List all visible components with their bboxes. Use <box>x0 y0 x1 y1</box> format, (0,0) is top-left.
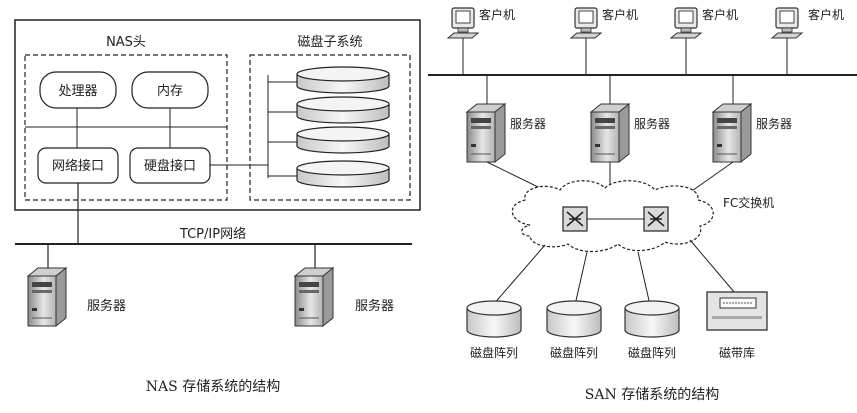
disk-array-label: 磁盘阵列 <box>470 345 518 360</box>
memory-label: 内存 <box>157 83 183 99</box>
disk-array-icon <box>624 300 680 338</box>
disk-3 <box>296 126 390 154</box>
nas-diagram: NAS头 处理器 内存 网络接口 硬盘接口 磁盘子系统 <box>14 19 421 395</box>
disk-subsystem-label: 磁盘子系统 <box>297 34 362 50</box>
nas-caption: NAS 存储系统的结构 <box>146 379 280 395</box>
client-computer-icon <box>771 7 803 39</box>
fc-switch-icon <box>643 206 669 232</box>
client-label: 客户机 <box>479 7 515 22</box>
client-computer-icon <box>447 7 479 39</box>
client-computer-icon <box>570 7 602 39</box>
client-label: 客户机 <box>808 7 844 22</box>
client-label: 客户机 <box>702 7 738 22</box>
memory-box <box>131 71 209 109</box>
disk-1 <box>296 66 390 94</box>
san-server-label: 服务器 <box>634 116 670 131</box>
san-server-label: 服务器 <box>756 116 792 131</box>
disk-array-label: 磁盘阵列 <box>550 345 598 360</box>
disk-stack <box>268 66 390 188</box>
nas-server-label: 服务器 <box>87 298 126 314</box>
fc-switch-label: FC交换机 <box>723 195 774 210</box>
san-caption: SAN 存储系统的结构 <box>585 387 719 403</box>
processor-label: 处理器 <box>58 84 97 99</box>
san-diagram: 客户机 客户机 客户机 客户机 服务器 服务器 服务器 <box>428 7 857 403</box>
disk-4 <box>296 160 390 188</box>
san-client: 客户机 <box>771 7 844 75</box>
disk-interface-label: 硬盘接口 <box>144 158 196 174</box>
san-server-label: 服务器 <box>510 116 546 131</box>
nas-head-label: NAS头 <box>106 35 146 50</box>
san-server-icon <box>712 103 752 163</box>
san-client: 客户机 <box>447 7 515 75</box>
disk-array-icon <box>466 300 522 338</box>
client-computer-icon <box>670 7 702 39</box>
san-server-icon <box>590 103 630 163</box>
processor-box <box>39 71 117 109</box>
disk-subsystem-box <box>249 54 411 201</box>
san-client: 客户机 <box>670 7 738 75</box>
client-label: 客户机 <box>602 7 638 22</box>
disk-2 <box>296 96 390 124</box>
tape-library-label: 磁带库 <box>719 345 755 360</box>
san-client: 客户机 <box>570 7 638 75</box>
tape-library-icon <box>706 291 768 331</box>
disk-array-icon <box>546 300 602 338</box>
tcpip-network-label: TCP/IP网络 <box>179 226 246 242</box>
fc-switch-cloud <box>511 180 714 253</box>
nas-server-icon <box>294 267 334 327</box>
nas-server-label: 服务器 <box>355 298 394 314</box>
nas-outer-box <box>14 19 421 211</box>
network-interface-label: 网络接口 <box>52 158 104 174</box>
disk-array-label: 磁盘阵列 <box>628 345 676 360</box>
nas-server-icon <box>27 267 67 327</box>
san-server-icon <box>466 103 506 163</box>
fc-switch-icon <box>562 206 588 232</box>
